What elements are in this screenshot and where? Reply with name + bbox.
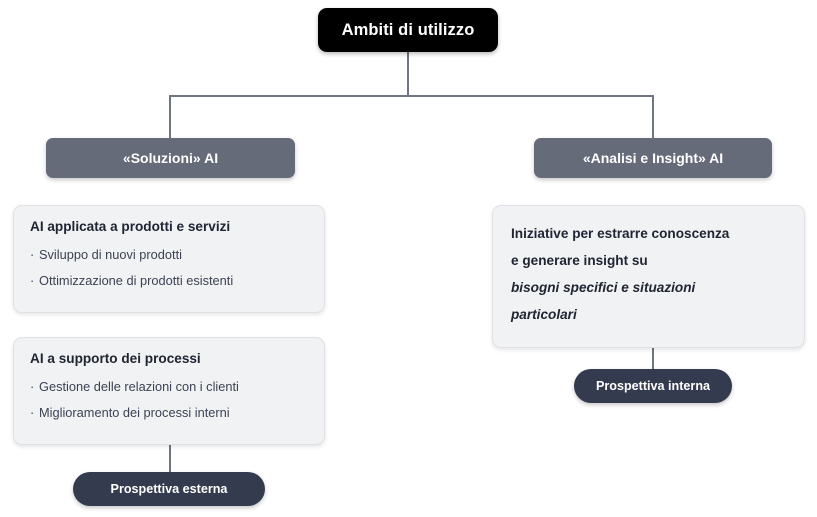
connector-branch-right-drop xyxy=(652,95,654,139)
card-text-line-emphasis: particolari xyxy=(511,307,577,322)
root-node[interactable]: Ambiti di utilizzo xyxy=(318,8,498,52)
connector-branch-left-drop xyxy=(169,95,171,139)
list-item-label: Ottimizzazione di prodotti esistenti xyxy=(39,273,234,288)
card-title: AI applicata a prodotti e servizi xyxy=(30,219,231,234)
card-text-line-emphasis: bisogni specifici e situazioni xyxy=(511,280,696,295)
bullet-list: ·Gestione delle relazioni con i clienti … xyxy=(30,374,314,426)
connector-right-card-to-pill xyxy=(652,348,654,371)
card-text-block: Iniziative per estrarre conoscenza e gen… xyxy=(511,220,792,328)
list-item-label: Sviluppo di nuovi prodotti xyxy=(39,247,182,262)
bullet-marker-icon: · xyxy=(30,273,35,288)
branch-node-analisi-e-insight-label: «Analisi e Insight» AI xyxy=(582,150,724,166)
card-text-line: Iniziative per estrarre conoscenza xyxy=(511,226,730,241)
list-item: · Ottimizzazione di prodotti esistenti xyxy=(30,268,314,294)
pill-prospettiva-interna-label: Prospettiva interna xyxy=(595,379,711,393)
card-text-line: e generare insight su xyxy=(511,253,648,268)
bullet-marker-icon: · xyxy=(30,379,35,394)
pill-prospettiva-interna[interactable]: Prospettiva interna xyxy=(574,369,732,403)
branch-node-soluzioni[interactable]: «Soluzioni» AI xyxy=(46,138,295,178)
connector-left-card-to-pill xyxy=(169,445,171,474)
bullet-marker-icon: · xyxy=(30,247,35,262)
bullet-marker-icon: · xyxy=(30,405,35,420)
card-iniziative-insight[interactable]: Iniziative per estrarre conoscenza e gen… xyxy=(492,205,805,348)
bullet-list: · Sviluppo di nuovi prodotti · Ottimizzazi… xyxy=(30,242,314,294)
connector-root-stem xyxy=(407,52,409,96)
connector-horizontal-bar xyxy=(169,95,654,97)
card-ai-prodotti-servizi[interactable]: AI applicata a prodotti e servizi · Svilu… xyxy=(13,205,325,313)
card-title: AI a supporto dei processi xyxy=(30,351,201,366)
list-item-label: Gestione delle relazioni con i clienti xyxy=(39,379,239,394)
branch-node-soluzioni-label: «Soluzioni» AI xyxy=(122,150,219,166)
card-ai-supporto-processi[interactable]: AI a supporto dei processi · Gestione del… xyxy=(13,337,325,445)
root-node-label: Ambiti di utilizzo xyxy=(341,20,475,39)
list-item: · Gestione delle relazioni con i clienti xyxy=(30,374,314,400)
list-item-label: Miglioramento dei processi interni xyxy=(39,405,230,420)
list-item: · Miglioramento dei processi interni xyxy=(30,400,314,426)
pill-prospettiva-esterna[interactable]: Prospettiva esterna xyxy=(73,472,265,506)
list-item: · Sviluppo di nuovi prodotti xyxy=(30,242,314,268)
branch-node-analisi-e-insight[interactable]: «Analisi e Insight» AI xyxy=(534,138,772,178)
pill-prospettiva-esterna-label: Prospettiva esterna xyxy=(110,482,228,496)
